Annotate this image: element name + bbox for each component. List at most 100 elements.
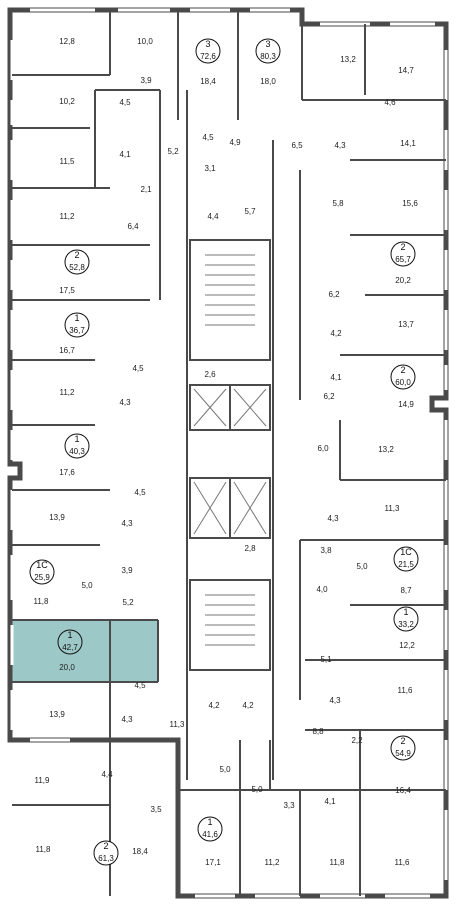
room-area: 11,8 [34, 597, 50, 606]
room-area: 5,2 [122, 598, 134, 607]
room-area: 12,2 [399, 641, 415, 650]
interior-walls [12, 10, 446, 896]
svg-text:1: 1 [74, 313, 79, 323]
room-area: 4,3 [327, 514, 339, 523]
room-area: 12,8 [59, 37, 75, 46]
svg-text:1: 1 [403, 607, 408, 617]
apartment-markers: 372,6 380,3 252,8 265,7 136,7 260,0 140,… [29, 38, 419, 866]
room-area: 17,1 [205, 858, 221, 867]
room-area: 4,3 [121, 715, 133, 724]
apartment-marker: 380,3 [255, 38, 281, 64]
svg-text:80,3: 80,3 [260, 52, 276, 61]
svg-text:42,7: 42,7 [62, 643, 78, 652]
room-area: 14,9 [398, 400, 414, 409]
room-area: 4,5 [134, 681, 146, 690]
svg-text:72,6: 72,6 [200, 52, 216, 61]
room-area: 4,5 [134, 488, 146, 497]
apartment-marker: 372,6 [195, 38, 221, 64]
room-area: 6,2 [323, 392, 335, 401]
room-area: 11,8 [330, 858, 346, 867]
svg-text:40,3: 40,3 [69, 447, 85, 456]
room-area: 13,9 [49, 513, 65, 522]
room-area: 4,5 [132, 364, 144, 373]
room-area: 16,4 [395, 786, 411, 795]
svg-text:1: 1 [67, 630, 72, 640]
apartment-marker: 141,6 [197, 816, 223, 842]
svg-text:1С: 1С [36, 560, 48, 570]
room-area: 4,5 [119, 98, 131, 107]
apartment-marker: 136,7 [64, 312, 90, 338]
room-area: 10,2 [59, 97, 75, 106]
room-area: 20,0 [59, 663, 75, 672]
room-area: 5,7 [244, 207, 256, 216]
room-area: 11,9 [35, 776, 51, 785]
room-area: 4,3 [334, 141, 346, 150]
svg-text:60,0: 60,0 [395, 378, 411, 387]
room-area: 5,1 [320, 655, 332, 664]
svg-text:41,6: 41,6 [202, 830, 218, 839]
svg-text:33,2: 33,2 [398, 620, 414, 629]
room-area: 5,0 [219, 765, 231, 774]
room-area: 11,5 [60, 157, 76, 166]
svg-text:61,3: 61,3 [98, 854, 114, 863]
svg-text:2: 2 [400, 365, 405, 375]
room-area: 11,2 [60, 388, 76, 397]
apartment-marker: 254,9 [390, 735, 416, 761]
room-area: 13,7 [398, 320, 414, 329]
room-area: 8,7 [400, 586, 412, 595]
svg-text:2: 2 [400, 736, 405, 746]
room-area: 4,4 [101, 770, 113, 779]
highlighted-apartment-fill [11, 620, 159, 682]
room-area: 6,4 [127, 222, 139, 231]
windows [10, 8, 448, 898]
room-area: 8,8 [312, 727, 324, 736]
svg-text:2: 2 [74, 250, 79, 260]
apartment-marker: 252,8 [64, 249, 90, 275]
room-area: 4,3 [119, 398, 131, 407]
svg-text:1С: 1С [400, 547, 412, 557]
room-area: 5,0 [251, 785, 263, 794]
svg-text:3: 3 [205, 39, 210, 49]
room-area: 15,6 [402, 199, 418, 208]
room-area: 17,6 [59, 468, 75, 477]
svg-text:2: 2 [103, 841, 108, 851]
svg-text:2: 2 [400, 242, 405, 252]
room-area: 4,3 [121, 519, 133, 528]
svg-text:65,7: 65,7 [395, 255, 411, 264]
room-area: 6,0 [317, 444, 329, 453]
room-area: 13,2 [378, 445, 394, 454]
room-area: 4,2 [330, 329, 342, 338]
room-area: 4,2 [208, 701, 220, 710]
room-area: 17,5 [59, 286, 75, 295]
room-area: 4,0 [316, 585, 328, 594]
room-area: 2,8 [244, 544, 256, 553]
room-area: 4,1 [119, 150, 131, 159]
room-area: 3,9 [121, 566, 133, 575]
room-area: 4,1 [330, 373, 342, 382]
room-area: 6,2 [328, 290, 340, 299]
apartment-marker: 260,0 [390, 364, 416, 390]
room-area: 13,2 [340, 55, 356, 64]
room-area: 3,1 [204, 164, 216, 173]
room-area: 14,1 [400, 139, 416, 148]
room-area: 4,3 [329, 696, 341, 705]
room-area: 2,2 [351, 736, 363, 745]
room-labels: 12,8 10,0 18,4 18,0 13,2 14,7 3,9 4,6 10… [34, 37, 419, 867]
room-area: 18,4 [132, 847, 148, 856]
apartment-marker: 261,3 [93, 840, 119, 866]
room-area: 20,2 [395, 276, 411, 285]
room-area: 11,2 [60, 212, 76, 221]
room-area: 11,6 [395, 858, 411, 867]
apartment-marker: 265,7 [390, 241, 416, 267]
room-area: 4,2 [242, 701, 254, 710]
apartment-marker: 140,3 [64, 433, 90, 459]
svg-text:54,9: 54,9 [395, 749, 411, 758]
svg-text:36,7: 36,7 [69, 326, 85, 335]
room-area: 11,3 [170, 720, 186, 729]
room-area: 11,3 [385, 504, 401, 513]
room-area: 14,7 [398, 66, 414, 75]
building-core [186, 90, 274, 780]
